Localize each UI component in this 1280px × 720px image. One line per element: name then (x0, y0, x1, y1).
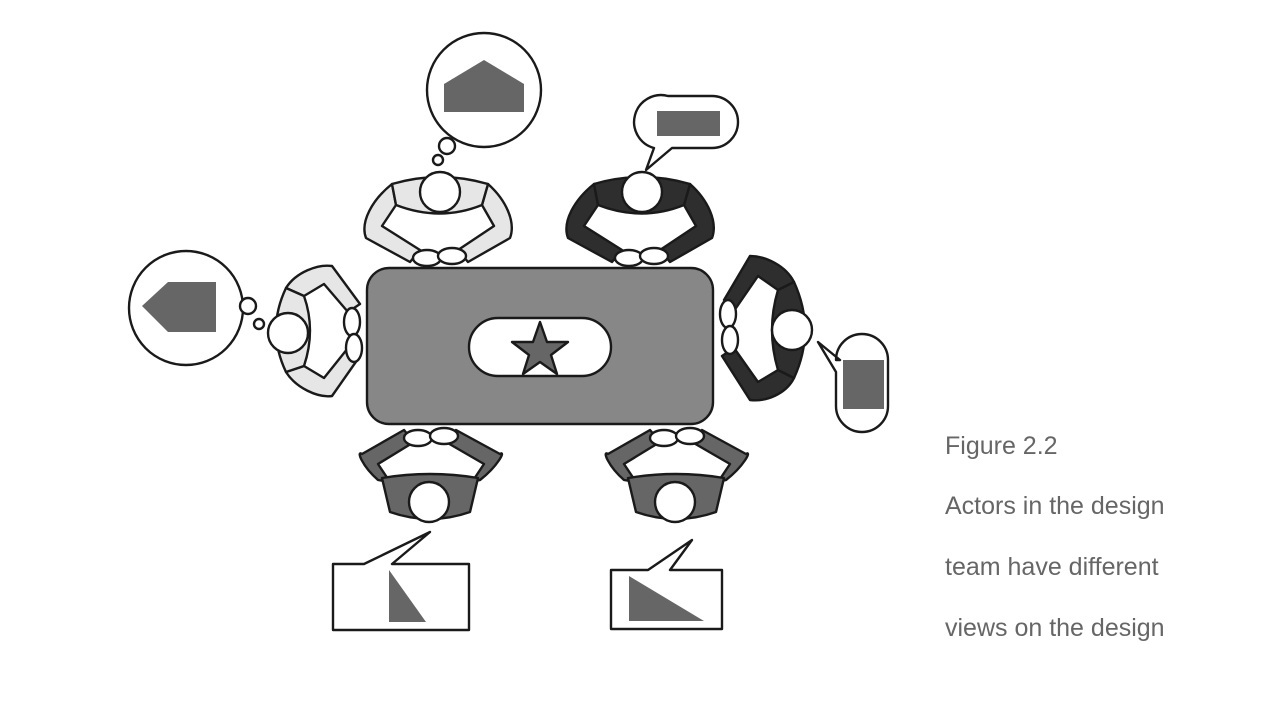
actor-right-head (770, 308, 814, 352)
actor-bottom-left (358, 426, 504, 524)
actor-right-arms (720, 254, 796, 402)
actor-top-left-head (418, 170, 462, 214)
actor-top-left-hand (411, 248, 443, 268)
actor-bottom-left-arms (358, 428, 504, 484)
thought-bubble-top-left (425, 31, 543, 167)
actor-left-arms (284, 264, 362, 398)
tall-rectangle-shape (843, 360, 884, 409)
speech-bubble-right (816, 332, 890, 434)
caption-line-3: views on the design (945, 614, 1165, 642)
actor-top-left-arms (363, 182, 513, 264)
arrow-pentagon-shape (142, 282, 216, 332)
actor-bottom-right-hand (674, 426, 706, 446)
caption-line-2: team have different (945, 553, 1159, 581)
actor-bottom-right-hand (648, 428, 680, 448)
house-pentagon-shape (444, 60, 524, 112)
speech-bubble-bottom-right (609, 538, 724, 631)
actor-top-left (363, 170, 513, 268)
actor-left-head (266, 311, 310, 355)
star-icon (510, 320, 570, 376)
actor-left-hand (342, 306, 362, 338)
tall-triangle-shape (389, 570, 426, 622)
actor-top-left-hand (436, 246, 468, 266)
actor-right-hand (718, 298, 738, 330)
actor-top-right (565, 170, 715, 268)
actor-bottom-right-head (653, 480, 697, 524)
actor-left-hand (344, 332, 364, 364)
wide-rectangle-shape (657, 111, 720, 136)
actor-bottom-left-head (407, 480, 451, 524)
wide-triangle-shape (629, 576, 704, 621)
actor-top-right-hand (613, 248, 645, 268)
actor-right (718, 254, 814, 402)
actor-bottom-left-hand (402, 428, 434, 448)
actor-top-right-hand (638, 246, 670, 266)
actor-left (266, 264, 364, 398)
caption-line-1: Actors in the design (945, 492, 1165, 520)
thought-bubble-left (127, 249, 266, 367)
meeting-table (365, 266, 715, 426)
actor-bottom-right (604, 426, 750, 524)
actor-top-right-arms (565, 182, 715, 264)
actor-bottom-right-arms (604, 428, 750, 484)
speech-bubble-bottom-left (331, 530, 471, 632)
actor-bottom-left-hand (428, 426, 460, 446)
speech-bubble-top-right (632, 93, 740, 172)
figure-label: Figure 2.2 (945, 432, 1058, 460)
actor-right-hand (720, 324, 740, 356)
actor-top-right-head (620, 170, 664, 214)
figure-caption: Figure 2.2 Actors in the design team hav… (945, 428, 1265, 671)
